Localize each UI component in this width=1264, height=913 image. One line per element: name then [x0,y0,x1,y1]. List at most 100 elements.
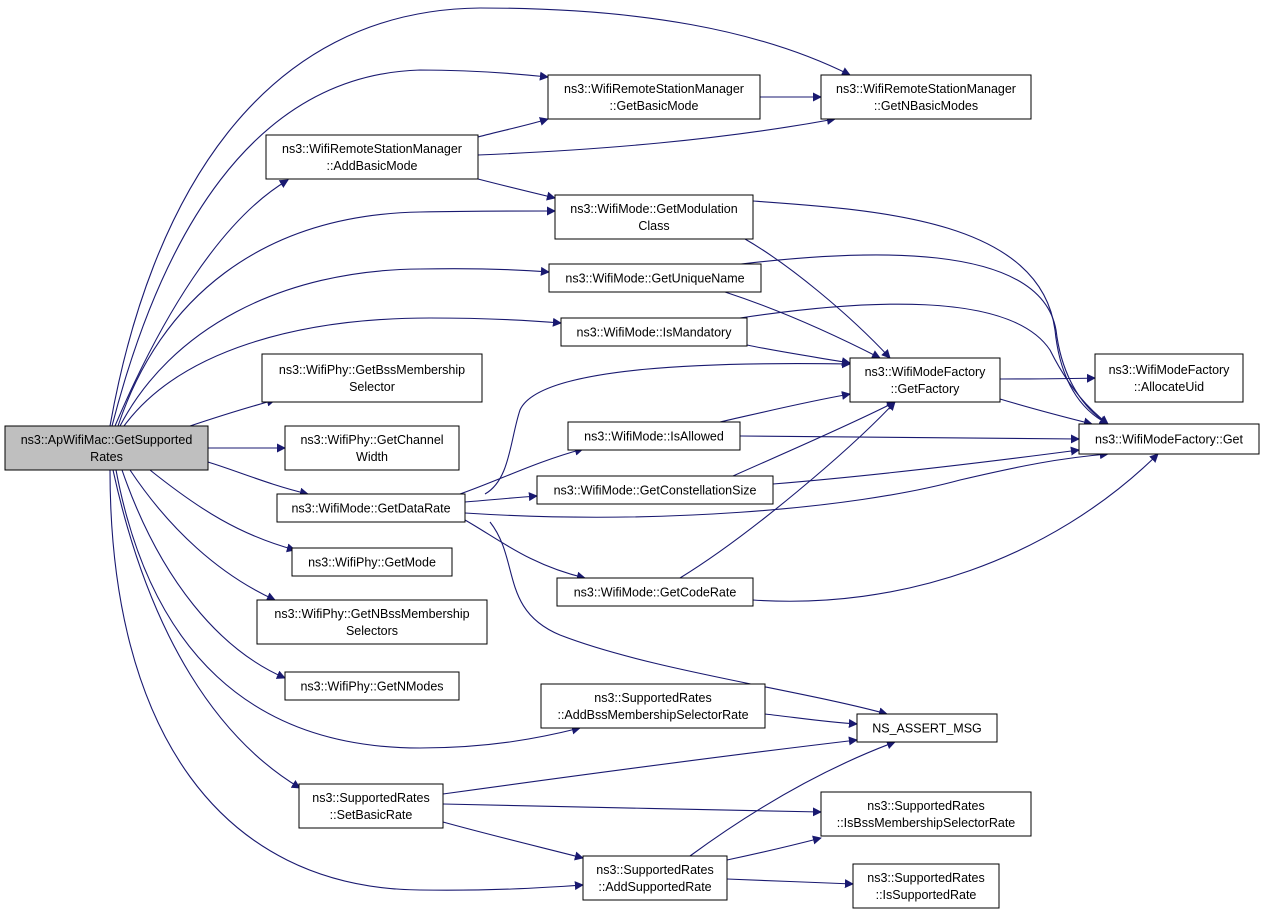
node-label: ::GetBasicMode [610,99,699,113]
node-box [856,713,998,743]
node-label: ::GetNBasicModes [874,99,978,113]
edge-line [752,453,1159,602]
node-sr-setbasicrate[interactable]: ns3::SupportedRates::SetBasicRate [298,783,444,829]
node-label: ::AddBasicMode [326,159,417,173]
node-label: ns3::WifiMode::IsAllowed [584,430,724,444]
node-rsm-getnbasicmodes[interactable]: ns3::WifiRemoteStationManager::GetNBasic… [820,74,1032,120]
node-label: ns3::WifiPhy::GetChannel [300,433,443,447]
node-label: ns3::SupportedRates [867,871,984,885]
node-label: ns3::WifiPhy::GetNModes [300,680,443,694]
node-label: ::SetBasicRate [330,808,413,822]
edge-line [726,835,822,861]
edge-root-to-wp_getnbssmembershipselectors [129,469,276,601]
node-box [849,357,1001,403]
edge-root-to-sr_addsupportedrate [109,469,584,891]
node-wmf-get[interactable]: ns3::WifiModeFactory::Get [1078,423,1260,455]
edge-sr_setbasicrate-to-sr_addsupportedrate [442,821,584,861]
node-box [284,425,460,471]
edge-sr_setbasicrate-to-sr_isbssmembershipselectorrate [442,803,822,817]
edge-sr_setbasicrate-to-ns_assert_msg [442,736,858,795]
edge-root-to-wm_getuniquename [119,266,550,427]
node-wmf-allocateuid[interactable]: ns3::WifiModeFactory::AllocateUid [1094,353,1244,403]
node-label: ns3::WifiMode::GetCodeRate [574,586,737,600]
edge-line [477,178,556,201]
node-label: ns3::WifiPhy::GetMode [308,556,436,570]
node-label: ns3::WifiRemoteStationManager [282,142,462,156]
edge-line [442,736,858,795]
edge-root-to-wm_getdatarate [207,461,309,497]
node-label: NS_ASSERT_MSG [872,722,982,736]
edge-wm_getdatarate-to-wmf_get [464,450,1109,518]
edge-root-to-sr_addbssmembershipselectorrate [115,469,581,749]
edge-line [719,391,851,423]
edge-line [999,373,1096,383]
edge-sr_addbssmembershipselectorrate-to-ns_assert_msg [764,713,858,728]
node-label: ::AllocateUid [1134,380,1204,394]
node-sr-addsupportedrate[interactable]: ns3::SupportedRates::AddSupportedRate [582,855,728,901]
node-sr-issupportedrate[interactable]: ns3::SupportedRates::IsSupportedRate [852,863,1000,909]
node-box [560,317,748,347]
node-box [852,863,1000,909]
node-label: Class [638,219,669,233]
edge-line [109,7,851,427]
edge-rsm_addbasicmode-to-rsm_getnbasicmodes [477,116,836,156]
node-box [540,683,766,729]
edge-root-to-sr_setbasicrate [112,469,301,789]
node-rsm-getbasicmode[interactable]: ns3::WifiRemoteStationManager::GetBasicM… [547,74,761,120]
node-wp-getnmodes[interactable]: ns3::WifiPhy::GetNModes [284,671,460,701]
edge-line [484,359,851,495]
edge-line [489,521,888,717]
edge-line [189,397,276,427]
node-wm-isallowed[interactable]: ns3::WifiMode::IsAllowed [567,421,741,451]
node-wmf-getfactory[interactable]: ns3::WifiModeFactory::GetFactory [849,357,1001,403]
edge-line [442,821,584,861]
node-rsm-addbasicmode[interactable]: ns3::WifiRemoteStationManager::AddBasicM… [265,134,479,180]
node-wm-ismandatory[interactable]: ns3::WifiMode::IsMandatory [560,317,748,347]
node-label: Rates [90,450,123,464]
node-label: ns3::WifiRemoteStationManager [836,82,1016,96]
edges-layer [109,7,1159,891]
edge-line [726,878,854,889]
edge-line [123,317,562,427]
edge-line [149,469,296,553]
node-wm-getuniquename[interactable]: ns3::WifiMode::GetUniqueName [548,263,762,293]
edge-wm_getconstellationsize-to-wmf_getfactory [732,401,896,477]
node-label: ns3::WifiPhy::GetNBssMembership [274,607,469,621]
edge-wm_getcoderate-to-wmf_get [752,453,1159,602]
edge-line [732,401,896,477]
node-ns-assert-msg[interactable]: NS_ASSERT_MSG [856,713,998,743]
edge-wm_isallowed-to-wmf_get [739,434,1080,444]
edge-wm_getuniquename-to-wmf_getfactory [724,291,881,359]
edge-line [109,469,584,891]
node-wp-getmode[interactable]: ns3::WifiPhy::GetMode [291,547,453,577]
edge-wm_getdatarate-to-ns_assert_msg [489,521,888,717]
edge-line [752,200,1109,425]
node-wm-getcoderate[interactable]: ns3::WifiMode::GetCodeRate [556,577,754,607]
edge-sr_addsupportedrate-to-ns_assert_msg [689,740,896,857]
edge-line [464,492,538,503]
node-sr-isbssmembershipselectorrate[interactable]: ns3::SupportedRates::IsBssMembershipSele… [820,791,1032,837]
edge-root-to-wm_ismandatory [123,317,562,427]
node-sr-addbssmembershipselectorrate[interactable]: ns3::SupportedRates::AddBssMembershipSel… [540,683,766,729]
node-label: Width [356,450,388,464]
node-wm-getconstellationsize[interactable]: ns3::WifiMode::GetConstellationSize [536,475,774,505]
edge-line [744,238,891,359]
node-box [1078,423,1260,455]
node-box [284,671,460,701]
node-wm-getdatarate[interactable]: ns3::WifiMode::GetDataRate [276,493,466,523]
node-label: ::IsBssMembershipSelectorRate [837,816,1016,830]
edge-wm_getdatarate-to-wm_getcoderate [464,519,586,581]
edge-line [112,469,301,789]
edge-line [764,713,858,728]
edge-line [477,116,836,156]
edge-line [111,69,549,427]
node-label: ::IsSupportedRate [876,888,977,902]
edge-line [119,266,550,427]
edge-wm_getmodulationclass-to-wmf_getfactory [744,238,891,359]
